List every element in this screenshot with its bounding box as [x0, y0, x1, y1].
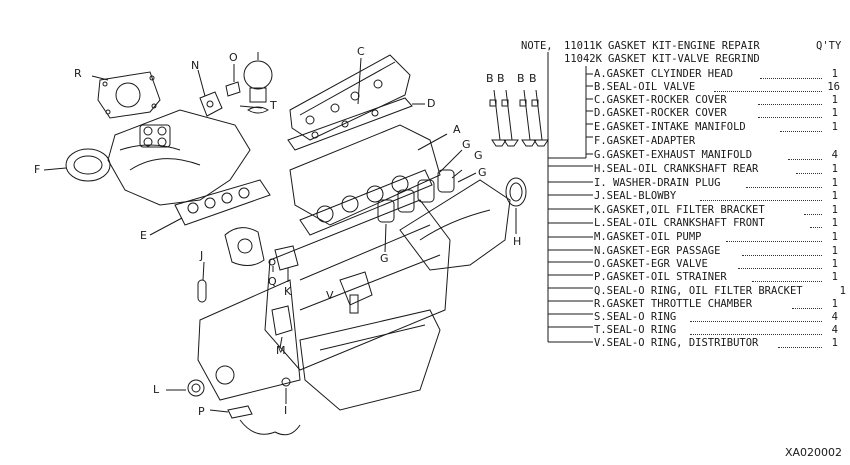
part-b-qty: 16	[827, 81, 840, 93]
intake-manifold	[107, 109, 251, 206]
part-v: V.SEAL-O RING, DISTRIBUTOR	[594, 337, 759, 349]
callout-k: K	[284, 285, 292, 298]
part-r-qty: 1	[831, 298, 838, 310]
part-c: C.GASKET-ROCKER COVER	[594, 94, 727, 106]
part-k-qty: 1	[831, 204, 838, 216]
part-o-qty: 1	[831, 258, 838, 270]
callout-r: R	[74, 67, 82, 80]
callout-b-4: B	[529, 72, 537, 85]
callout-g-4: G	[380, 252, 389, 265]
oil-strainer	[227, 405, 301, 436]
callout-b-2: B	[497, 72, 505, 85]
callout-g-1: G	[462, 138, 471, 151]
callout-v: V	[326, 289, 334, 302]
callout-c: C	[357, 45, 365, 58]
part-i: I. WASHER-DRAIN PLUG	[594, 177, 721, 189]
part-v-qty: 1	[831, 337, 838, 349]
engine-block	[264, 199, 451, 371]
part-l: L.SEAL-OIL CRANKSHAFT FRONT	[594, 217, 765, 229]
adapter-gasket	[65, 148, 111, 182]
kit1-code: 11011K	[564, 40, 602, 52]
part-a: A.GASKET CLYINDER HEAD	[594, 68, 734, 80]
part-m: M.GASKET-OIL PUMP	[594, 231, 702, 243]
callout-n: N	[191, 59, 200, 72]
callout-f: F	[34, 163, 41, 176]
part-n-qty: 1	[831, 245, 838, 257]
intake-manifold-gasket	[174, 179, 271, 226]
note-label: NOTE,	[521, 40, 553, 52]
part-k: K.GASKET,OIL FILTER BRACKET	[594, 204, 765, 216]
qty-header: Q'TY	[816, 40, 842, 52]
part-i-qty: 1	[831, 177, 838, 189]
callout-b-1: B	[486, 72, 494, 85]
part-n: N.GASKET-EGR PASSAGE	[594, 245, 721, 257]
rocker-cover-gasket	[287, 97, 413, 151]
callout-i: I	[284, 404, 288, 417]
callout-j: J	[200, 249, 204, 262]
callout-a: A	[453, 123, 461, 136]
part-h-qty: 1	[831, 163, 838, 175]
part-f: F.GASKET-ADAPTER	[594, 135, 696, 147]
rocker-cover	[289, 54, 411, 141]
callout-p: P	[198, 405, 205, 418]
part-d-qty: 1	[831, 107, 838, 119]
callout-b-3: B	[517, 72, 525, 85]
kit2-name: GASKET KIT-VALVE REGRIND	[608, 53, 760, 65]
crankshaft-rear-seal	[505, 177, 527, 207]
egr-passage-gasket	[199, 91, 223, 117]
part-h: H.SEAL-OIL CRANKSHAFT REAR	[594, 163, 759, 175]
part-q-qty: 1	[839, 285, 846, 297]
kit2-code: 11042K	[564, 53, 602, 65]
part-a-qty: 1	[831, 68, 838, 80]
callout-t: T	[270, 99, 277, 112]
valves	[489, 89, 549, 147]
callout-l: L	[153, 383, 160, 396]
part-j-qty: 1	[831, 190, 838, 202]
part-p: P.GASKET-OIL STRAINER	[594, 271, 727, 283]
part-g: G.GASKET-EXHAUST MANIFOLD	[594, 149, 753, 161]
callout-g-3: G	[478, 166, 487, 179]
part-p-qty: 1	[831, 271, 838, 283]
part-g-qty: 4	[831, 149, 838, 161]
throttle-chamber-gasket	[97, 71, 161, 119]
exhaust-manifold	[399, 179, 511, 271]
figure-id: XA020002	[784, 446, 842, 459]
part-r: R.GASKET THROTTLE CHAMBER	[594, 298, 753, 310]
part-b: B.SEAL-OIL VALVE	[594, 81, 696, 93]
exhaust-manifold-gaskets	[377, 169, 455, 223]
part-o: O.GASKET-EGR VALVE	[594, 258, 708, 270]
egr-valve	[225, 52, 273, 103]
part-m-qty: 1	[831, 231, 838, 243]
callout-o: O	[229, 51, 238, 64]
part-t-qty: 4	[831, 324, 838, 336]
distributor	[339, 271, 373, 314]
part-l-qty: 1	[831, 217, 838, 229]
part-s-qty: 4	[831, 311, 838, 323]
part-d: D.GASKET-ROCKER COVER	[594, 107, 727, 119]
part-s: S.SEAL-O RING	[594, 311, 677, 323]
parts-list-brackets	[547, 52, 593, 343]
callout-g-2: G	[474, 149, 483, 162]
callout-m: M	[276, 344, 286, 357]
part-e-qty: 1	[831, 121, 838, 133]
callout-q: Q	[268, 275, 277, 288]
part-c-qty: 1	[831, 94, 838, 106]
callout-e: E	[140, 229, 147, 242]
part-j: J.SEAL-BLOWBY	[594, 190, 677, 202]
callout-h: H	[513, 235, 522, 248]
part-t: T.SEAL-O RING	[594, 324, 677, 336]
callout-d: D	[427, 97, 436, 110]
part-q: Q.SEAL-O RING, OIL FILTER BRACKET	[594, 285, 803, 297]
part-e: E.GASKET-INTAKE MANIFOLD	[594, 121, 746, 133]
cylinder-head	[289, 124, 441, 236]
oil-pan	[299, 309, 441, 411]
kit1-name: GASKET KIT-ENGINE REPAIR	[608, 40, 760, 52]
timing-cover	[197, 279, 301, 401]
oil-filter-bracket	[224, 227, 265, 266]
